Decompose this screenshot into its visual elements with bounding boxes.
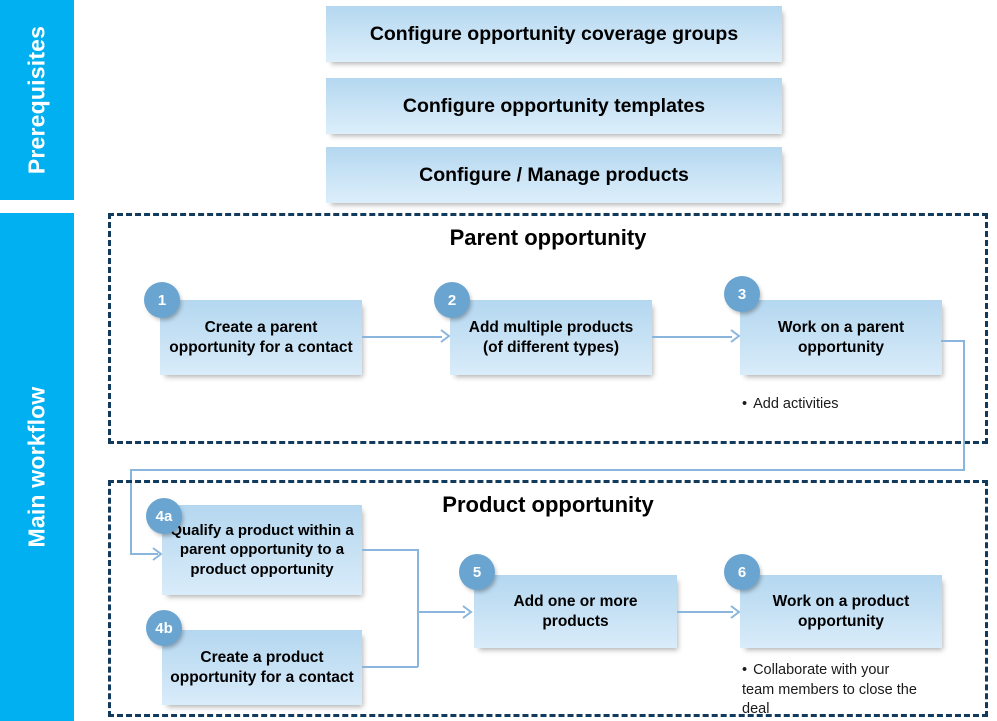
step-box-3[interactable]: Work on a parent opportunity — [740, 300, 942, 375]
connector-4b-out — [362, 666, 418, 668]
prerequisite-label: Configure opportunity templates — [402, 94, 706, 117]
section-product-opportunity: Product opportunity — [108, 480, 988, 717]
connector-3-down-to-4a — [130, 469, 132, 555]
connector-4a-out — [362, 549, 418, 551]
step-badge-6: 6 — [724, 554, 760, 590]
step-box-2[interactable]: Add multiple products (of different type… — [450, 300, 652, 375]
step-badge-4b: 4b — [146, 610, 182, 646]
swimlane-main-workflow-label: Main workflow — [23, 386, 50, 548]
step-label: Create a product opportunity for a conta… — [170, 648, 354, 686]
arrowhead-to-step-3 — [730, 329, 741, 343]
step-badge-4a: 4a — [146, 498, 182, 534]
step-label: Work on a product opportunity — [772, 592, 910, 630]
section-title-product-opportunity: Product opportunity — [442, 492, 654, 517]
connector-3-out-horizontal — [941, 340, 965, 342]
note-collaborate: •Collaborate with your team members to c… — [742, 661, 922, 720]
section-parent-opportunity: Parent opportunity — [108, 213, 988, 444]
step-box-4b[interactable]: Create a product opportunity for a conta… — [162, 630, 362, 705]
step-box-4a[interactable]: Qualify a product within a parent opport… — [162, 505, 362, 595]
step-badge-3: 3 — [724, 276, 760, 312]
connector-merge-vertical — [417, 549, 419, 667]
note-add-activities: • Add activities — [742, 395, 962, 415]
step-badge-5: 5 — [459, 554, 495, 590]
connector-1-to-2 — [362, 336, 442, 338]
connector-merge-to-5 — [417, 611, 465, 613]
step-label: Add multiple products (of different type… — [468, 318, 634, 356]
swimlane-prerequisites: Prerequisites — [0, 0, 74, 200]
swimlane-prerequisites-label: Prerequisites — [23, 25, 50, 175]
step-box-1[interactable]: Create a parent opportunity for a contac… — [160, 300, 362, 375]
connector-3-into-4a — [130, 553, 158, 555]
prerequisite-label: Configure opportunity coverage groups — [369, 22, 739, 45]
connector-3-down-vertical — [963, 340, 965, 471]
step-box-5[interactable]: Add one or more products — [474, 575, 677, 648]
prerequisite-box-products[interactable]: Configure / Manage products — [326, 147, 782, 203]
step-box-6[interactable]: Work on a product opportunity — [740, 575, 942, 648]
step-label: Create a parent opportunity for a contac… — [169, 318, 353, 356]
bullet-icon: • — [742, 662, 748, 678]
step-badge-1: 1 — [144, 282, 180, 318]
connector-2-to-3 — [652, 336, 732, 338]
note-text: Collaborate with your team members to cl… — [742, 662, 917, 718]
arrowhead-to-step-2 — [440, 329, 451, 343]
bullet-icon: • — [742, 396, 748, 412]
step-label: Work on a parent opportunity — [777, 318, 905, 356]
swimlane-main-workflow: Main workflow — [0, 213, 74, 721]
connector-5-to-6 — [677, 611, 733, 613]
note-text: Add activities — [753, 396, 839, 412]
step-badge-2: 2 — [434, 282, 470, 318]
connector-3-back-horizontal — [130, 469, 965, 471]
arrowhead-to-step-5 — [462, 605, 473, 619]
step-label: Add one or more products — [513, 592, 638, 630]
prerequisite-box-coverage-groups[interactable]: Configure opportunity coverage groups — [326, 6, 782, 62]
prerequisite-box-templates[interactable]: Configure opportunity templates — [326, 78, 782, 134]
arrowhead-to-step-4a — [152, 547, 163, 561]
section-title-parent-opportunity: Parent opportunity — [449, 225, 647, 250]
prerequisite-label: Configure / Manage products — [419, 163, 689, 186]
step-label: Qualify a product within a parent opport… — [170, 522, 354, 578]
arrowhead-to-step-6 — [730, 605, 741, 619]
